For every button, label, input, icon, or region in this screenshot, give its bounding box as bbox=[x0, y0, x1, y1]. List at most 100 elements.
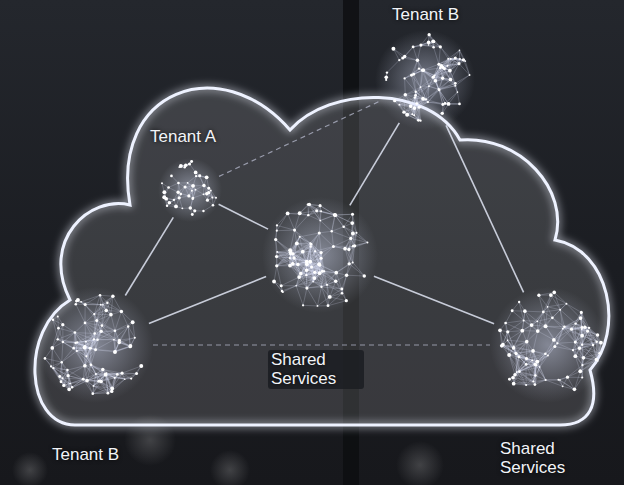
cluster-link bbox=[101, 369, 103, 381]
cluster-link bbox=[61, 382, 72, 387]
cluster-link bbox=[336, 264, 349, 273]
cluster-link bbox=[63, 333, 75, 342]
connector-line bbox=[219, 101, 380, 176]
cluster-link bbox=[58, 328, 62, 342]
cluster-link bbox=[336, 262, 352, 272]
cluster-link bbox=[300, 237, 311, 244]
cluster-link bbox=[321, 246, 333, 258]
cluster-link bbox=[108, 378, 115, 393]
cluster-dot bbox=[187, 182, 189, 184]
cluster-dot bbox=[391, 47, 395, 51]
cluster-graphic bbox=[375, 30, 475, 130]
cluster-link bbox=[276, 240, 277, 252]
cluster-link bbox=[87, 381, 93, 394]
cluster-dot bbox=[104, 309, 108, 313]
cluster-dot bbox=[114, 377, 116, 379]
cluster-link bbox=[196, 190, 204, 195]
cluster-link bbox=[313, 271, 322, 281]
cluster-link bbox=[295, 213, 300, 230]
cluster-dot bbox=[326, 284, 328, 286]
cluster-dot bbox=[363, 274, 366, 277]
cluster-dot bbox=[320, 286, 322, 288]
cluster-dot bbox=[438, 89, 441, 92]
cluster-link bbox=[83, 365, 91, 379]
cluster-dot bbox=[314, 250, 316, 252]
cluster-dot bbox=[162, 195, 166, 199]
cluster-link bbox=[310, 244, 312, 262]
cluster-dot bbox=[212, 204, 215, 207]
cluster-link bbox=[426, 99, 443, 104]
cluster-dot bbox=[425, 98, 427, 100]
cluster-link bbox=[320, 206, 335, 216]
cluster-link bbox=[411, 75, 415, 92]
cluster-link bbox=[445, 92, 457, 103]
cluster-link bbox=[438, 83, 455, 89]
cluster-dot bbox=[99, 380, 103, 384]
cluster-dot bbox=[402, 111, 405, 114]
cluster-dot bbox=[190, 160, 193, 163]
cluster-link bbox=[77, 351, 85, 366]
cluster-dot bbox=[393, 99, 396, 102]
cluster-link bbox=[275, 240, 277, 257]
cluster-dot bbox=[286, 212, 290, 216]
cluster-link bbox=[276, 240, 290, 251]
cluster-dot bbox=[106, 392, 109, 395]
cluster-dot bbox=[127, 325, 129, 327]
cluster-dot bbox=[50, 346, 54, 350]
cluster-link bbox=[171, 176, 178, 183]
cluster-link bbox=[395, 101, 404, 112]
cluster-link bbox=[188, 176, 196, 183]
cluster-link bbox=[51, 366, 62, 378]
cluster-link bbox=[45, 348, 52, 358]
cluster-link bbox=[69, 379, 83, 389]
cluster-dot bbox=[274, 238, 277, 241]
cluster-link bbox=[101, 331, 119, 340]
cluster-dot bbox=[431, 39, 435, 43]
cluster-dot bbox=[191, 213, 194, 216]
cluster-link bbox=[332, 215, 335, 231]
cluster-dot bbox=[317, 262, 321, 266]
cluster-link bbox=[193, 190, 196, 198]
cluster-glow bbox=[37, 287, 153, 403]
cluster-link bbox=[296, 286, 307, 288]
cluster-link bbox=[90, 348, 91, 365]
cluster-link bbox=[417, 102, 428, 104]
cluster-link bbox=[296, 282, 313, 286]
cluster-link bbox=[85, 333, 95, 346]
cluster-graphic bbox=[490, 287, 606, 403]
cluster-link bbox=[307, 244, 311, 261]
cluster-dot bbox=[275, 264, 278, 267]
cluster-dot bbox=[413, 106, 417, 110]
cluster-dot bbox=[437, 88, 439, 90]
cluster-dot bbox=[444, 102, 447, 105]
cluster-dot bbox=[415, 91, 417, 93]
cluster-dot bbox=[114, 329, 117, 332]
cluster-link bbox=[58, 325, 63, 340]
cluster-dot bbox=[331, 230, 333, 232]
cluster-link bbox=[440, 47, 450, 59]
cluster-dot bbox=[384, 76, 388, 80]
cluster-dot bbox=[189, 206, 193, 210]
cluster-dot bbox=[409, 104, 413, 108]
cluster-dot bbox=[202, 210, 204, 212]
cluster-dot bbox=[421, 69, 423, 71]
cluster-dot bbox=[441, 112, 444, 115]
cluster-dot bbox=[275, 255, 278, 258]
cluster-link bbox=[62, 378, 70, 383]
cluster-link bbox=[277, 250, 290, 252]
cluster-link bbox=[459, 64, 470, 75]
cluster-link bbox=[115, 347, 130, 352]
cluster-link bbox=[574, 371, 580, 389]
cluster-dot bbox=[309, 245, 311, 247]
cluster-dot bbox=[469, 74, 471, 76]
cluster-link bbox=[101, 296, 113, 304]
cluster-link bbox=[460, 50, 466, 61]
cluster-dot bbox=[191, 184, 195, 188]
cluster-dot bbox=[434, 79, 438, 83]
cluster-dot bbox=[179, 193, 182, 196]
cluster-dot bbox=[414, 94, 417, 97]
cluster-dot bbox=[57, 338, 59, 340]
cluster-link bbox=[417, 45, 421, 60]
cluster-link bbox=[429, 35, 440, 47]
cluster-link bbox=[62, 342, 63, 362]
